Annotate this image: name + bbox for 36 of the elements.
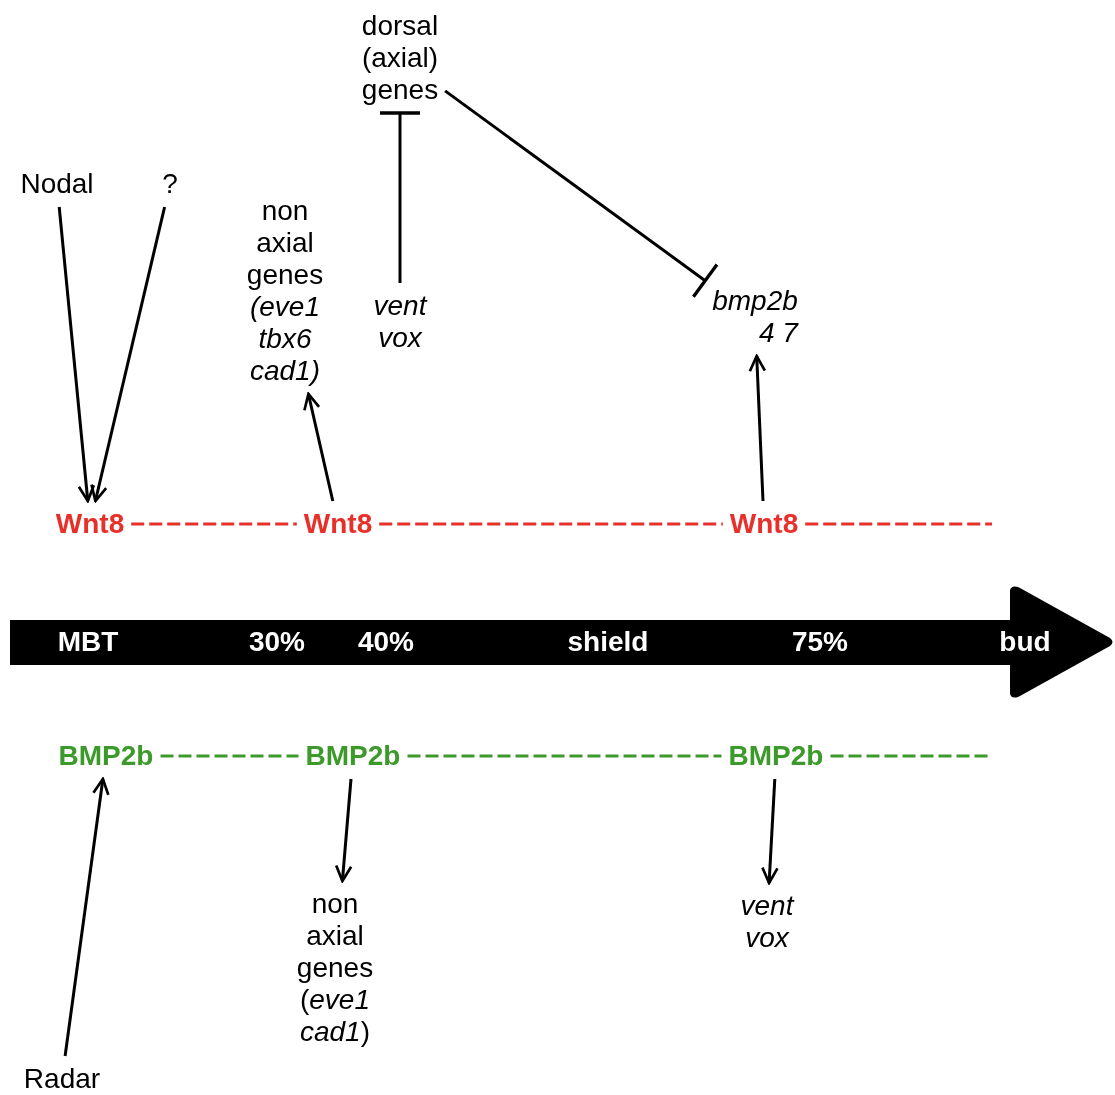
dashed-line bbox=[379, 522, 723, 526]
arrow bbox=[63, 777, 110, 1057]
protein-label: Wnt8 bbox=[303, 508, 373, 540]
protein-label: BMP2b bbox=[58, 740, 154, 772]
dashed-line bbox=[407, 754, 722, 758]
protein-label: Wnt8 bbox=[55, 508, 125, 540]
gene-label: vent vox bbox=[740, 890, 794, 954]
arrow bbox=[57, 206, 96, 503]
arrow bbox=[90, 206, 167, 503]
stage-label: MBT bbox=[57, 626, 119, 658]
gene-label: ? bbox=[162, 168, 178, 200]
dashed-line bbox=[131, 522, 297, 526]
arrow bbox=[748, 354, 767, 502]
gene-label: dorsal (axial) genes bbox=[361, 10, 439, 106]
dashed-line bbox=[805, 522, 992, 526]
arrow bbox=[761, 778, 779, 885]
gene-label: vent vox bbox=[373, 290, 427, 354]
gene-label: non axial genes (eve1 cad1) bbox=[296, 888, 374, 1048]
arrow bbox=[334, 778, 353, 883]
gene-label: non axial genes (eve1 tbx6 cad1) bbox=[246, 195, 324, 387]
stage-label: 30% bbox=[249, 626, 305, 658]
protein-label: Wnt8 bbox=[729, 508, 799, 540]
stage-label: shield bbox=[567, 626, 649, 658]
stage-label: 75% bbox=[792, 626, 848, 658]
gene-label: bmp2b 4 7 bbox=[712, 285, 798, 349]
inhibition-line bbox=[378, 111, 422, 283]
stage-label: 40% bbox=[358, 626, 414, 658]
arrow bbox=[303, 392, 335, 502]
protein-label: BMP2b bbox=[728, 740, 824, 772]
inhibition-line bbox=[444, 89, 719, 299]
dashed-line bbox=[160, 754, 299, 758]
stage-label: bud bbox=[999, 626, 1051, 658]
dashed-line bbox=[830, 754, 988, 758]
gene-label: Radar bbox=[23, 1063, 101, 1095]
protein-label: BMP2b bbox=[305, 740, 401, 772]
gene-label: Nodal bbox=[20, 168, 94, 200]
